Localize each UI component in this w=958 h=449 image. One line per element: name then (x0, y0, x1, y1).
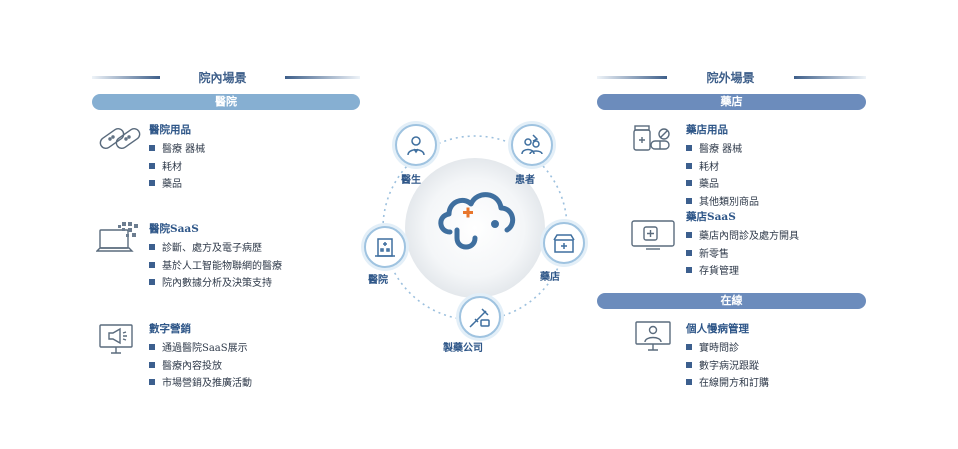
list-item: 診斷、處方及電子病歷 (149, 240, 282, 258)
group-title: 醫院SaaS (149, 223, 199, 235)
left-title-rule-right (285, 76, 360, 79)
list-item: 通過醫院SaaS展示 (149, 340, 252, 358)
left-section-title: 院內場景 (198, 71, 247, 85)
hub-core (405, 158, 545, 298)
pharma-label: 製藥公司 (443, 343, 483, 354)
list-item: 耗材 (686, 159, 759, 177)
patient-icon (521, 134, 543, 155)
pharmacy-node (543, 222, 585, 264)
hospital-bar: 醫院 (92, 94, 360, 110)
right-group-saas: 藥店SaaS 藥店內問診及處方開具 新零售 存貨管理 (686, 209, 799, 281)
list-item: 醫療 器械 (149, 141, 205, 159)
list-item: 耗材 (149, 159, 205, 177)
list-item: 新零售 (686, 246, 799, 264)
list-item: 醫療內容投放 (149, 358, 252, 376)
list-item: 市場營銷及推廣活動 (149, 375, 252, 393)
list-item: 其他類別商品 (686, 194, 759, 212)
group-title: 藥店SaaS (686, 211, 736, 223)
right-title-rule-left (597, 76, 667, 79)
list-item: 醫療 器械 (686, 141, 759, 159)
hospital-label: 醫院 (368, 275, 388, 286)
pharmacy-bar: 藥店 (597, 94, 866, 110)
right-group-chronic: 個人慢病管理 實時問診 數字病況跟蹤 在線開方和訂購 (686, 321, 769, 393)
right-title-rule-right (794, 76, 866, 79)
list-item: 藥店內問診及處方開具 (686, 228, 799, 246)
doctor-label: 醫生 (401, 175, 421, 186)
bandage-icon (97, 122, 143, 160)
list-item: 院內數據分析及決策支持 (149, 275, 282, 293)
patient-label: 患者 (515, 175, 535, 186)
pharmacy-icon (553, 234, 575, 253)
left-group-saas: 醫院SaaS 診斷、處方及電子病歷 基於人工智能物聯網的醫療 院內數據分析及決策… (149, 221, 282, 293)
right-group-supplies: 藥店用品 醫療 器械 耗材 藥品 其他類別商品 (686, 122, 759, 211)
list-item: 藥品 (149, 176, 205, 194)
left-title-rule-left (92, 76, 160, 79)
pharmacy-label: 藥店 (540, 272, 560, 283)
right-section-title: 院外場景 (706, 71, 755, 85)
list-item: 在線開方和訂購 (686, 375, 769, 393)
doctor-node (395, 124, 437, 166)
cloud-icon (438, 192, 516, 250)
group-title: 數字營銷 (149, 323, 191, 335)
left-group-supplies: 醫院用品 醫療 器械 耗材 藥品 (149, 122, 205, 194)
marketing-monitor-icon (98, 323, 134, 359)
left-group-marketing: 數字營銷 通過醫院SaaS展示 醫療內容投放 市場營銷及推廣活動 (149, 321, 252, 393)
medicine-icon (631, 122, 675, 158)
hospital-icon (375, 238, 395, 257)
pharma-node (459, 296, 501, 338)
hospital-node (364, 226, 406, 268)
list-item: 存貨管理 (686, 263, 799, 281)
doctor-icon (407, 136, 425, 156)
group-title: 藥店用品 (686, 124, 728, 136)
saas-laptop-icon (95, 220, 140, 260)
group-title: 醫院用品 (149, 124, 191, 136)
pharma-icon (469, 308, 490, 328)
list-item: 數字病況跟蹤 (686, 358, 769, 376)
list-item: 藥品 (686, 176, 759, 194)
online-bar: 在線 (597, 293, 866, 309)
doctor-monitor-icon (634, 320, 672, 356)
medical-cross-icon (463, 207, 473, 218)
list-item: 基於人工智能物聯網的醫療 (149, 258, 282, 276)
tablet-medical-icon (630, 219, 676, 255)
list-item: 實時問診 (686, 340, 769, 358)
patient-node (511, 124, 553, 166)
group-title: 個人慢病管理 (686, 323, 749, 335)
